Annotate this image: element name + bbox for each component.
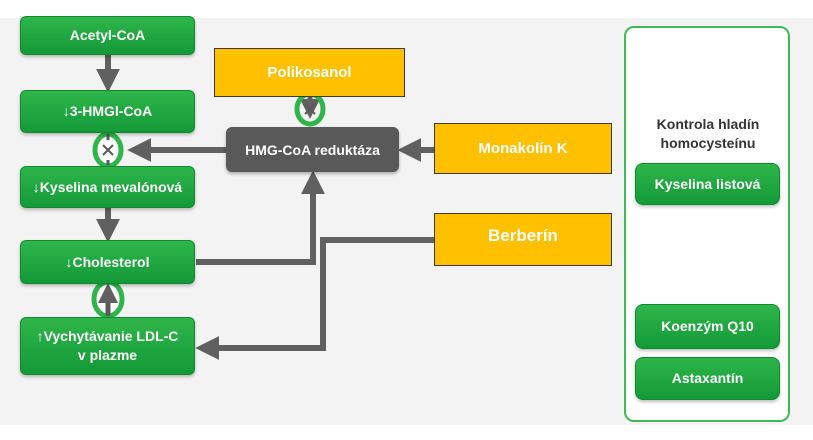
astaxanthin-label: Astaxantín xyxy=(671,370,744,386)
ldl-uptake-label-line1: ↑Vychytávanie LDL-C xyxy=(36,328,179,344)
panel-title: Kontrola hladín homocysteínu xyxy=(628,115,788,153)
panel-title-line2: homocysteínu xyxy=(660,135,756,151)
berberine-box: Berberín xyxy=(434,213,612,266)
hmg-coa-reductase-box: HMG-CoA reduktáza xyxy=(226,127,399,172)
ldl-upregulation-icon xyxy=(91,279,125,319)
panel-title-line1: Kontrola hladín xyxy=(656,116,760,132)
folic-acid-box: Kyselina listová xyxy=(635,163,780,205)
monacolin-box: Monakolín K xyxy=(434,123,612,174)
folic-acid-label: Kyselina listová xyxy=(654,175,761,192)
ldl-uptake-box: ↑Vychytávanie LDL-C v plazme xyxy=(20,317,195,375)
arrow-cholesterol-to-enzyme xyxy=(196,170,325,265)
coq10-label: Koenzým Q10 xyxy=(661,318,754,334)
mevalonate-label: ↓Kyselina mevalónová xyxy=(32,178,183,195)
monacolin-label: Monakolín K xyxy=(478,140,568,157)
policosanol-box: Polikosanol xyxy=(214,48,405,97)
acetyl-coa-box: Acetyl-CoA xyxy=(20,16,195,55)
pathway-inhibition-icon xyxy=(92,131,124,169)
berberine-label: Berberín xyxy=(488,226,558,245)
coq10-box: Koenzým Q10 xyxy=(635,304,780,349)
homocysteine-control-panel xyxy=(624,26,790,422)
arrow-berberine-to-ldl xyxy=(195,237,434,360)
hmg-coa-reductase-label: HMG-CoA reduktáza xyxy=(245,141,380,158)
policosanol-label: Polikosanol xyxy=(267,64,352,81)
mevalonate-box: ↓Kyselina mevalónová xyxy=(20,166,195,208)
astaxanthin-box: Astaxantín xyxy=(635,357,780,400)
hmg-coa-box: ↓3-HMGl-CoA xyxy=(20,90,195,133)
hmg-coa-label: ↓3-HMGl-CoA xyxy=(62,103,153,119)
acetyl-coa-label: Acetyl-CoA xyxy=(69,27,146,43)
cholesterol-box: ↓Cholesterol xyxy=(20,240,195,284)
cholesterol-label: ↓Cholesterol xyxy=(65,253,150,270)
ldl-uptake-label-line2: v plazme xyxy=(77,347,138,363)
